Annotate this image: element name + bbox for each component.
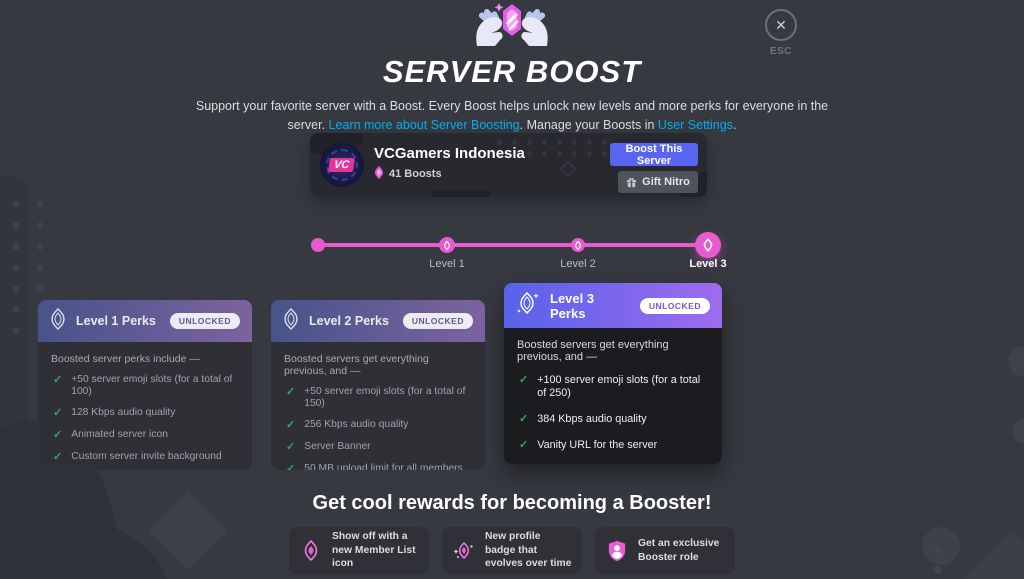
- user-settings-link[interactable]: User Settings: [657, 117, 733, 132]
- unlocked-badge: UNLOCKED: [169, 313, 240, 329]
- perks-intro: Boosted server perks include —: [51, 353, 200, 365]
- check-icon: ✓: [519, 374, 529, 386]
- card-decor-dots: [492, 137, 612, 159]
- perk-item: ✓Custom server invite background: [53, 450, 222, 463]
- level-1-perks-body: Boosted server perks include — ✓+50 serv…: [38, 342, 252, 470]
- level-3-perks-header: Level 3 Perks UNLOCKED: [504, 283, 722, 328]
- reward-text: Show off with a new Member List icon: [332, 530, 416, 570]
- level-2-perks-header: Level 2 Perks UNLOCKED: [271, 300, 485, 342]
- crystal-gem-icon: [50, 307, 66, 335]
- perk-item: ✓128 Kbps audio quality: [53, 407, 176, 420]
- check-icon: ✓: [53, 428, 63, 441]
- level-2-perks-title: Level 2 Perks: [309, 314, 389, 328]
- perk-item: ✓Server Banner: [286, 440, 371, 453]
- check-icon: ✓: [286, 462, 296, 470]
- crystal-gem-sparkle-icon: [516, 291, 540, 320]
- perk-item: ✓256 Kbps audio quality: [286, 419, 409, 432]
- check-icon: ✓: [519, 412, 529, 425]
- perk-item: ✓+50 server emoji slots (for a total of …: [286, 386, 466, 410]
- rewards-heading: Get cool rewards for becoming a Booster!: [312, 492, 712, 514]
- server-avatar: VC: [320, 143, 364, 187]
- subtitle-text-2: . Manage your Boosts in: [519, 117, 658, 132]
- subtitle-text-3: .: [732, 117, 737, 132]
- reward-cards: Show off with a new Member List icon New…: [0, 527, 1024, 574]
- reward-card-profile-badge: New profile badge that evolves over time: [442, 527, 582, 574]
- level-2-label: Level 2: [560, 258, 596, 270]
- esc-label: ESC: [769, 46, 793, 57]
- perk-item: ✓Vanity URL for the server: [519, 439, 658, 452]
- evolving-badge-icon: [452, 540, 476, 562]
- boost-level-progress: Level 1 Level 2 Level 3: [300, 232, 732, 274]
- close-control: ✕ ESC: [762, 9, 800, 57]
- level-2-perks-card: Level 2 Perks UNLOCKED Boosted servers g…: [271, 300, 485, 470]
- perks-intro: Boosted servers get everything previous,…: [517, 339, 669, 363]
- level-2-perks-body: Boosted servers get everything previous,…: [271, 342, 485, 470]
- level-1-perks-header: Level 1 Perks UNLOCKED: [38, 300, 252, 342]
- server-card-actions: Boost This Server Gift Nitro: [610, 143, 698, 193]
- check-icon: ✓: [286, 440, 296, 453]
- progress-start-dot: [311, 238, 325, 252]
- check-icon: ✓: [53, 407, 63, 420]
- hero-section: SERVER BOOST Support your favorite serve…: [0, 2, 1024, 135]
- decor-circle-1: [1008, 346, 1024, 376]
- level-3-label: Level 3: [689, 258, 727, 270]
- progress-level-1-dot: [439, 237, 455, 253]
- gift-nitro-button[interactable]: Gift Nitro: [618, 171, 698, 193]
- server-name: VCGamers Indonesia: [374, 145, 525, 162]
- booster-role-shield-icon: [605, 540, 629, 562]
- reward-text: Get an exclusive Booster role: [638, 537, 720, 563]
- subtitle-text-1: Support your favorite server with a Boos…: [195, 99, 829, 132]
- level-1-label: Level 1: [429, 258, 465, 270]
- perk-item: ✓Animated server icon: [53, 428, 168, 441]
- perk-item: ✓50 MB upload limit for all members: [284, 463, 472, 470]
- boost-gem-icon: [374, 166, 384, 182]
- page-subtitle: Support your favorite server with a Boos…: [192, 97, 832, 135]
- check-icon: ✓: [53, 374, 63, 386]
- check-icon: ✓: [519, 439, 529, 452]
- server-card: VC VCGamers Indonesia 41 Boosts Boost Th…: [310, 133, 707, 197]
- reward-text: New profile badge that evolves over time: [485, 530, 572, 570]
- hands-holding-boost-gem-icon: [465, 2, 559, 53]
- crystal-gem-icon: [283, 307, 299, 335]
- page-title: SERVER BOOST: [382, 54, 642, 89]
- level-1-perks-card: Level 1 Perks UNLOCKED Boosted server pe…: [38, 300, 252, 470]
- boost-this-server-button[interactable]: Boost This Server: [610, 143, 698, 167]
- check-icon: ✓: [286, 386, 296, 398]
- level-1-perks-title: Level 1 Perks: [76, 314, 156, 328]
- level-3-perks-body: Boosted servers get everything previous,…: [504, 328, 722, 464]
- close-icon: ✕: [775, 16, 787, 33]
- avatar-burst-decor: [326, 149, 358, 181]
- check-icon: ✓: [286, 419, 296, 432]
- boost-count-label: 41 Boosts: [389, 168, 442, 180]
- perk-item: ✓384 Kbps audio quality: [519, 412, 647, 425]
- reward-card-member-list-icon: Show off with a new Member List icon: [289, 527, 429, 574]
- reward-card-booster-role: Get an exclusive Booster role: [595, 527, 735, 574]
- check-icon: ✓: [53, 450, 63, 463]
- unlocked-badge: UNLOCKED: [639, 297, 710, 314]
- close-button[interactable]: ✕: [765, 9, 797, 41]
- progress-track: [318, 243, 708, 247]
- perks-intro: Boosted servers get everything previous,…: [284, 353, 429, 377]
- boost-count: 41 Boosts: [374, 166, 442, 182]
- card-decor-bar: [432, 190, 490, 197]
- decor-left-strip: [0, 176, 28, 476]
- decor-circle-2: [1012, 418, 1024, 444]
- perk-item: ✓+100 server emoji slots (for a total of…: [519, 374, 701, 399]
- level-3-perks-card: Level 3 Perks UNLOCKED Boosted servers g…: [504, 283, 722, 464]
- unlocked-badge: UNLOCKED: [402, 313, 473, 329]
- level-3-perks-title: Level 3 Perks: [550, 290, 595, 321]
- gift-icon: [626, 177, 637, 188]
- progress-level-3-dot: [695, 232, 721, 258]
- progress-level-2-dot: [571, 238, 585, 252]
- perk-item: ✓+50 server emoji slots (for a total of …: [53, 374, 233, 398]
- gift-nitro-label: Gift Nitro: [642, 176, 690, 188]
- boost-gem-icon: [299, 540, 323, 561]
- avatar-vc-logo: VC: [328, 158, 356, 172]
- card-decor-diamond: [559, 160, 577, 178]
- learn-more-link[interactable]: Learn more about Server Boosting: [328, 117, 520, 132]
